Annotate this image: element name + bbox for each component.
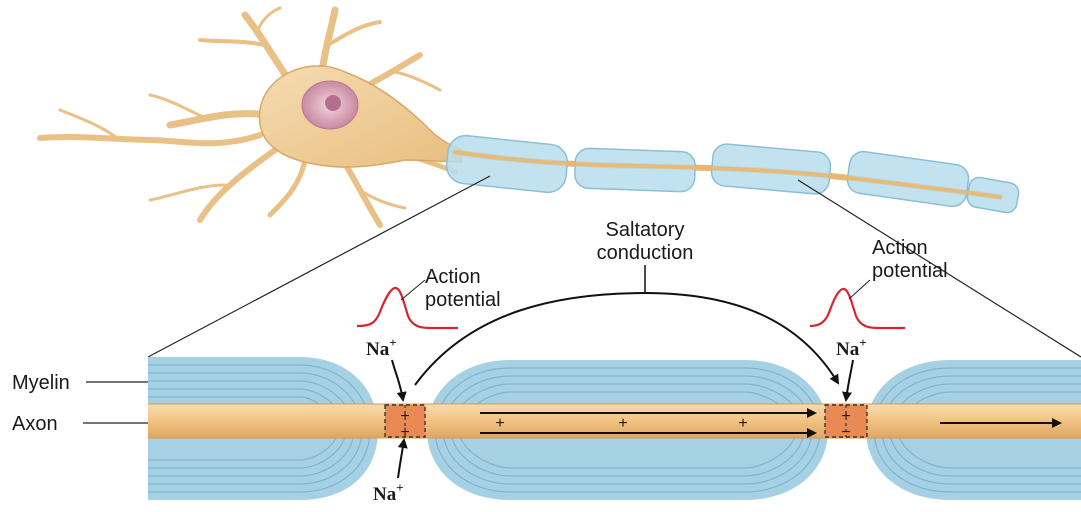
axon-label: Axon bbox=[12, 413, 58, 435]
charge-node-left-bottom: + bbox=[400, 424, 409, 441]
action-potential-left-line1: Action bbox=[425, 266, 481, 288]
na-label-left-top: Na+ bbox=[366, 335, 397, 360]
action-potential-right-line1: Action bbox=[872, 237, 928, 259]
neuron-illustration bbox=[40, 8, 1020, 225]
charge-internodal-2: + bbox=[618, 415, 627, 432]
charge-node-left-top: + bbox=[400, 408, 409, 425]
saltatory-label-line1: Saltatory bbox=[606, 219, 685, 241]
charge-node-right-top: + bbox=[841, 408, 850, 425]
na-label-left-bottom: Na+ bbox=[373, 480, 404, 505]
myelin-label: Myelin bbox=[12, 372, 70, 394]
neuron-myelin-segments bbox=[445, 134, 1020, 214]
charge-internodal-3: + bbox=[738, 415, 747, 432]
charge-internodal-1: + bbox=[495, 415, 504, 432]
saltatory-label-line2: conduction bbox=[597, 242, 694, 264]
action-potential-left-line2: potential bbox=[425, 289, 501, 311]
charge-node-right-bottom: − bbox=[841, 424, 850, 441]
cell-body bbox=[259, 66, 462, 167]
enlarged-axon-section: + + + − + + + bbox=[148, 357, 1081, 500]
label-leaders bbox=[83, 382, 148, 423]
action-potential-trace-right bbox=[810, 280, 905, 328]
action-potential-right-line2: potential bbox=[872, 260, 948, 282]
na-label-right-top: Na+ bbox=[836, 335, 867, 360]
